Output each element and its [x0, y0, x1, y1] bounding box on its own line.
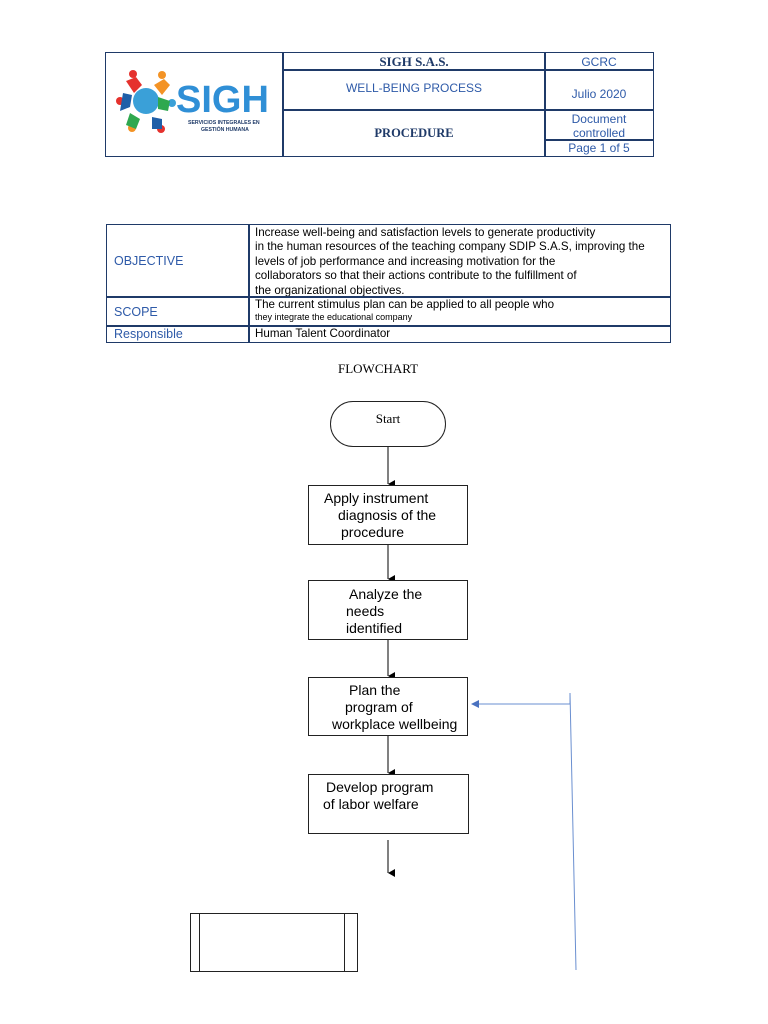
responsible-label: Responsible — [106, 325, 250, 343]
step-line: identified — [346, 620, 403, 636]
document-header: SIGH SERVICIOS INTEGRALES EN GESTIÓN HUM… — [105, 52, 654, 157]
company-name: SIGH S.A.S. — [282, 52, 546, 71]
step-line: program of — [345, 699, 413, 715]
step-line: procedure — [341, 524, 405, 540]
flow-step-apply-instrument: Apply instrument diagnosis of the proced… — [308, 485, 468, 545]
step-line: diagnosis of the — [338, 507, 437, 523]
flow-step-plan-program: Plan the program of workplace wellbeing — [308, 677, 468, 736]
step-line: Analyze the — [349, 586, 423, 602]
scope-label: SCOPE — [106, 296, 250, 327]
flow-step-analyze-needs: Analyze the needs identified — [308, 580, 468, 640]
sigh-logo: SIGH SERVICIOS INTEGRALES EN GESTIÓN HUM… — [116, 70, 269, 133]
responsible-value: Human Talent Coordinator — [248, 325, 671, 343]
info-table: OBJECTIVE Increase well-being and satisf… — [106, 224, 671, 343]
step-line: of labor welfare — [323, 796, 419, 812]
objective-text: Increase well-being and satisfaction lev… — [248, 224, 671, 298]
document-control-status: Document controlled — [544, 109, 654, 141]
logo-subtitle-line2: GESTIÓN HUMANA — [201, 125, 249, 133]
step-line: Develop program — [326, 779, 434, 795]
process-box-right-bar — [344, 914, 345, 971]
objective-line: in the human resources of the teaching c… — [255, 240, 645, 254]
logo-wordmark: SIGH — [176, 79, 269, 121]
logo-cell: SIGH SERVICIOS INTEGRALES EN GESTIÓN HUM… — [105, 52, 284, 157]
step-line: Apply instrument — [324, 490, 429, 506]
page-number: Page 1 of 5 — [544, 139, 654, 157]
objective-line: the organizational objectives. — [255, 283, 405, 297]
scope-line2: they integrate the educational company — [255, 312, 413, 323]
control-line2: controlled — [572, 126, 626, 140]
document-code: GCRC — [544, 52, 654, 71]
predefined-process-box — [190, 913, 358, 972]
flowchart-title: FLOWCHART — [338, 361, 419, 376]
objective-line: collaborators so that their actions cont… — [255, 269, 577, 283]
start-terminal: Start — [330, 401, 446, 447]
document-type: PROCEDURE — [282, 109, 546, 157]
process-name: WELL-BEING PROCESS — [282, 69, 546, 111]
step-line: Plan the — [349, 682, 401, 698]
step-line: needs — [346, 603, 385, 619]
control-line1: Document — [571, 112, 627, 126]
objective-label: OBJECTIVE — [106, 224, 250, 298]
scope-line1: The current stimulus plan can be applied… — [255, 298, 555, 311]
step-line: workplace wellbeing — [332, 716, 458, 732]
flow-step-develop-program: Develop program of labor welfare — [308, 774, 469, 834]
scope-text: The current stimulus plan can be applied… — [248, 296, 671, 327]
logo-subtitle-line1: SERVICIOS INTEGRALES EN — [188, 120, 260, 126]
objective-line: Increase well-being and satisfaction lev… — [255, 226, 596, 239]
process-box-left-bar — [199, 914, 200, 971]
feedback-loop-line — [471, 692, 577, 971]
objective-line: levels of job performance and increasing… — [255, 254, 556, 268]
document-date: Julio 2020 — [544, 69, 654, 111]
people-emblem-icon — [116, 70, 176, 133]
